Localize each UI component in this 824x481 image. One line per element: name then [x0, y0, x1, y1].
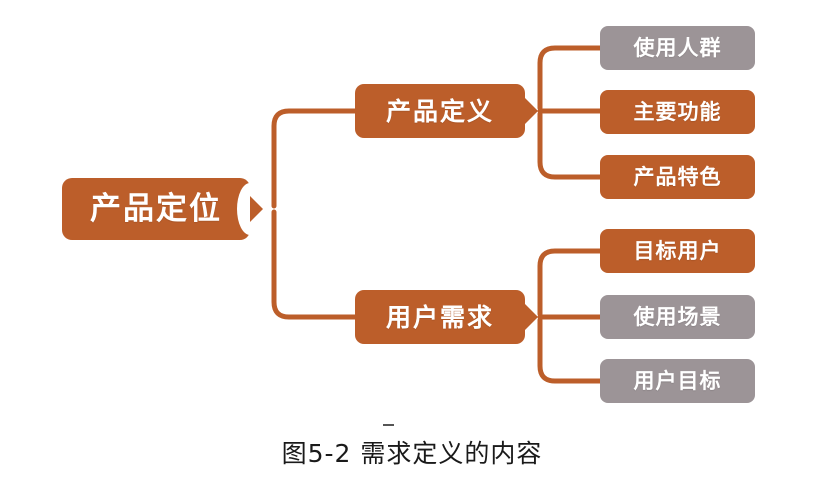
- node-branch-user-requirements[interactable]: 用户需求: [355, 290, 538, 344]
- node-branch-0-child-2-label: 产品特色: [633, 164, 722, 189]
- figure-caption: 图5-2 需求定义的内容: [281, 439, 543, 468]
- connector-branch-1-to-child-0: [537, 248, 605, 317]
- connector-branch-1-to-child-2: [537, 317, 605, 384]
- node-leaf-main-functions[interactable]: 主要功能: [600, 90, 755, 134]
- branch-1-arrow-tip-icon: [525, 304, 538, 330]
- node-branch-0-child-0-label: 使用人群: [633, 35, 722, 60]
- node-branch-1-label: 用户需求: [385, 302, 494, 332]
- node-branch-1-child-2-label: 用户目标: [633, 368, 722, 393]
- node-root[interactable]: 产品定位: [62, 178, 263, 240]
- connector-root-to-branch-0: [271, 108, 360, 209]
- node-root-label: 产品定位: [90, 190, 222, 227]
- caption-scan-artifact: [383, 424, 394, 426]
- connector-branch-0-to-child-0: [537, 45, 605, 111]
- node-branch-0-child-1-label: 主要功能: [633, 99, 722, 124]
- branch-0-arrow-tip-icon: [525, 98, 538, 124]
- node-branch-0-label: 产品定义: [385, 96, 494, 126]
- connector-root-to-branch-1: [271, 209, 360, 320]
- node-branch-1-child-0-label: 目标用户: [633, 238, 722, 263]
- node-leaf-user-group[interactable]: 使用人群: [600, 26, 755, 70]
- root-arrow-tip-icon: [250, 196, 263, 222]
- node-leaf-usage-scenarios[interactable]: 使用场景: [600, 295, 755, 339]
- node-leaf-user-goals[interactable]: 用户目标: [600, 359, 755, 403]
- node-leaf-product-features[interactable]: 产品特色: [600, 155, 755, 199]
- node-branch-1-child-1-label: 使用场景: [633, 304, 722, 329]
- node-branch-product-definition[interactable]: 产品定义: [355, 84, 538, 138]
- node-leaf-target-users[interactable]: 目标用户: [600, 229, 755, 273]
- connector-branch-0-to-child-2: [537, 111, 605, 180]
